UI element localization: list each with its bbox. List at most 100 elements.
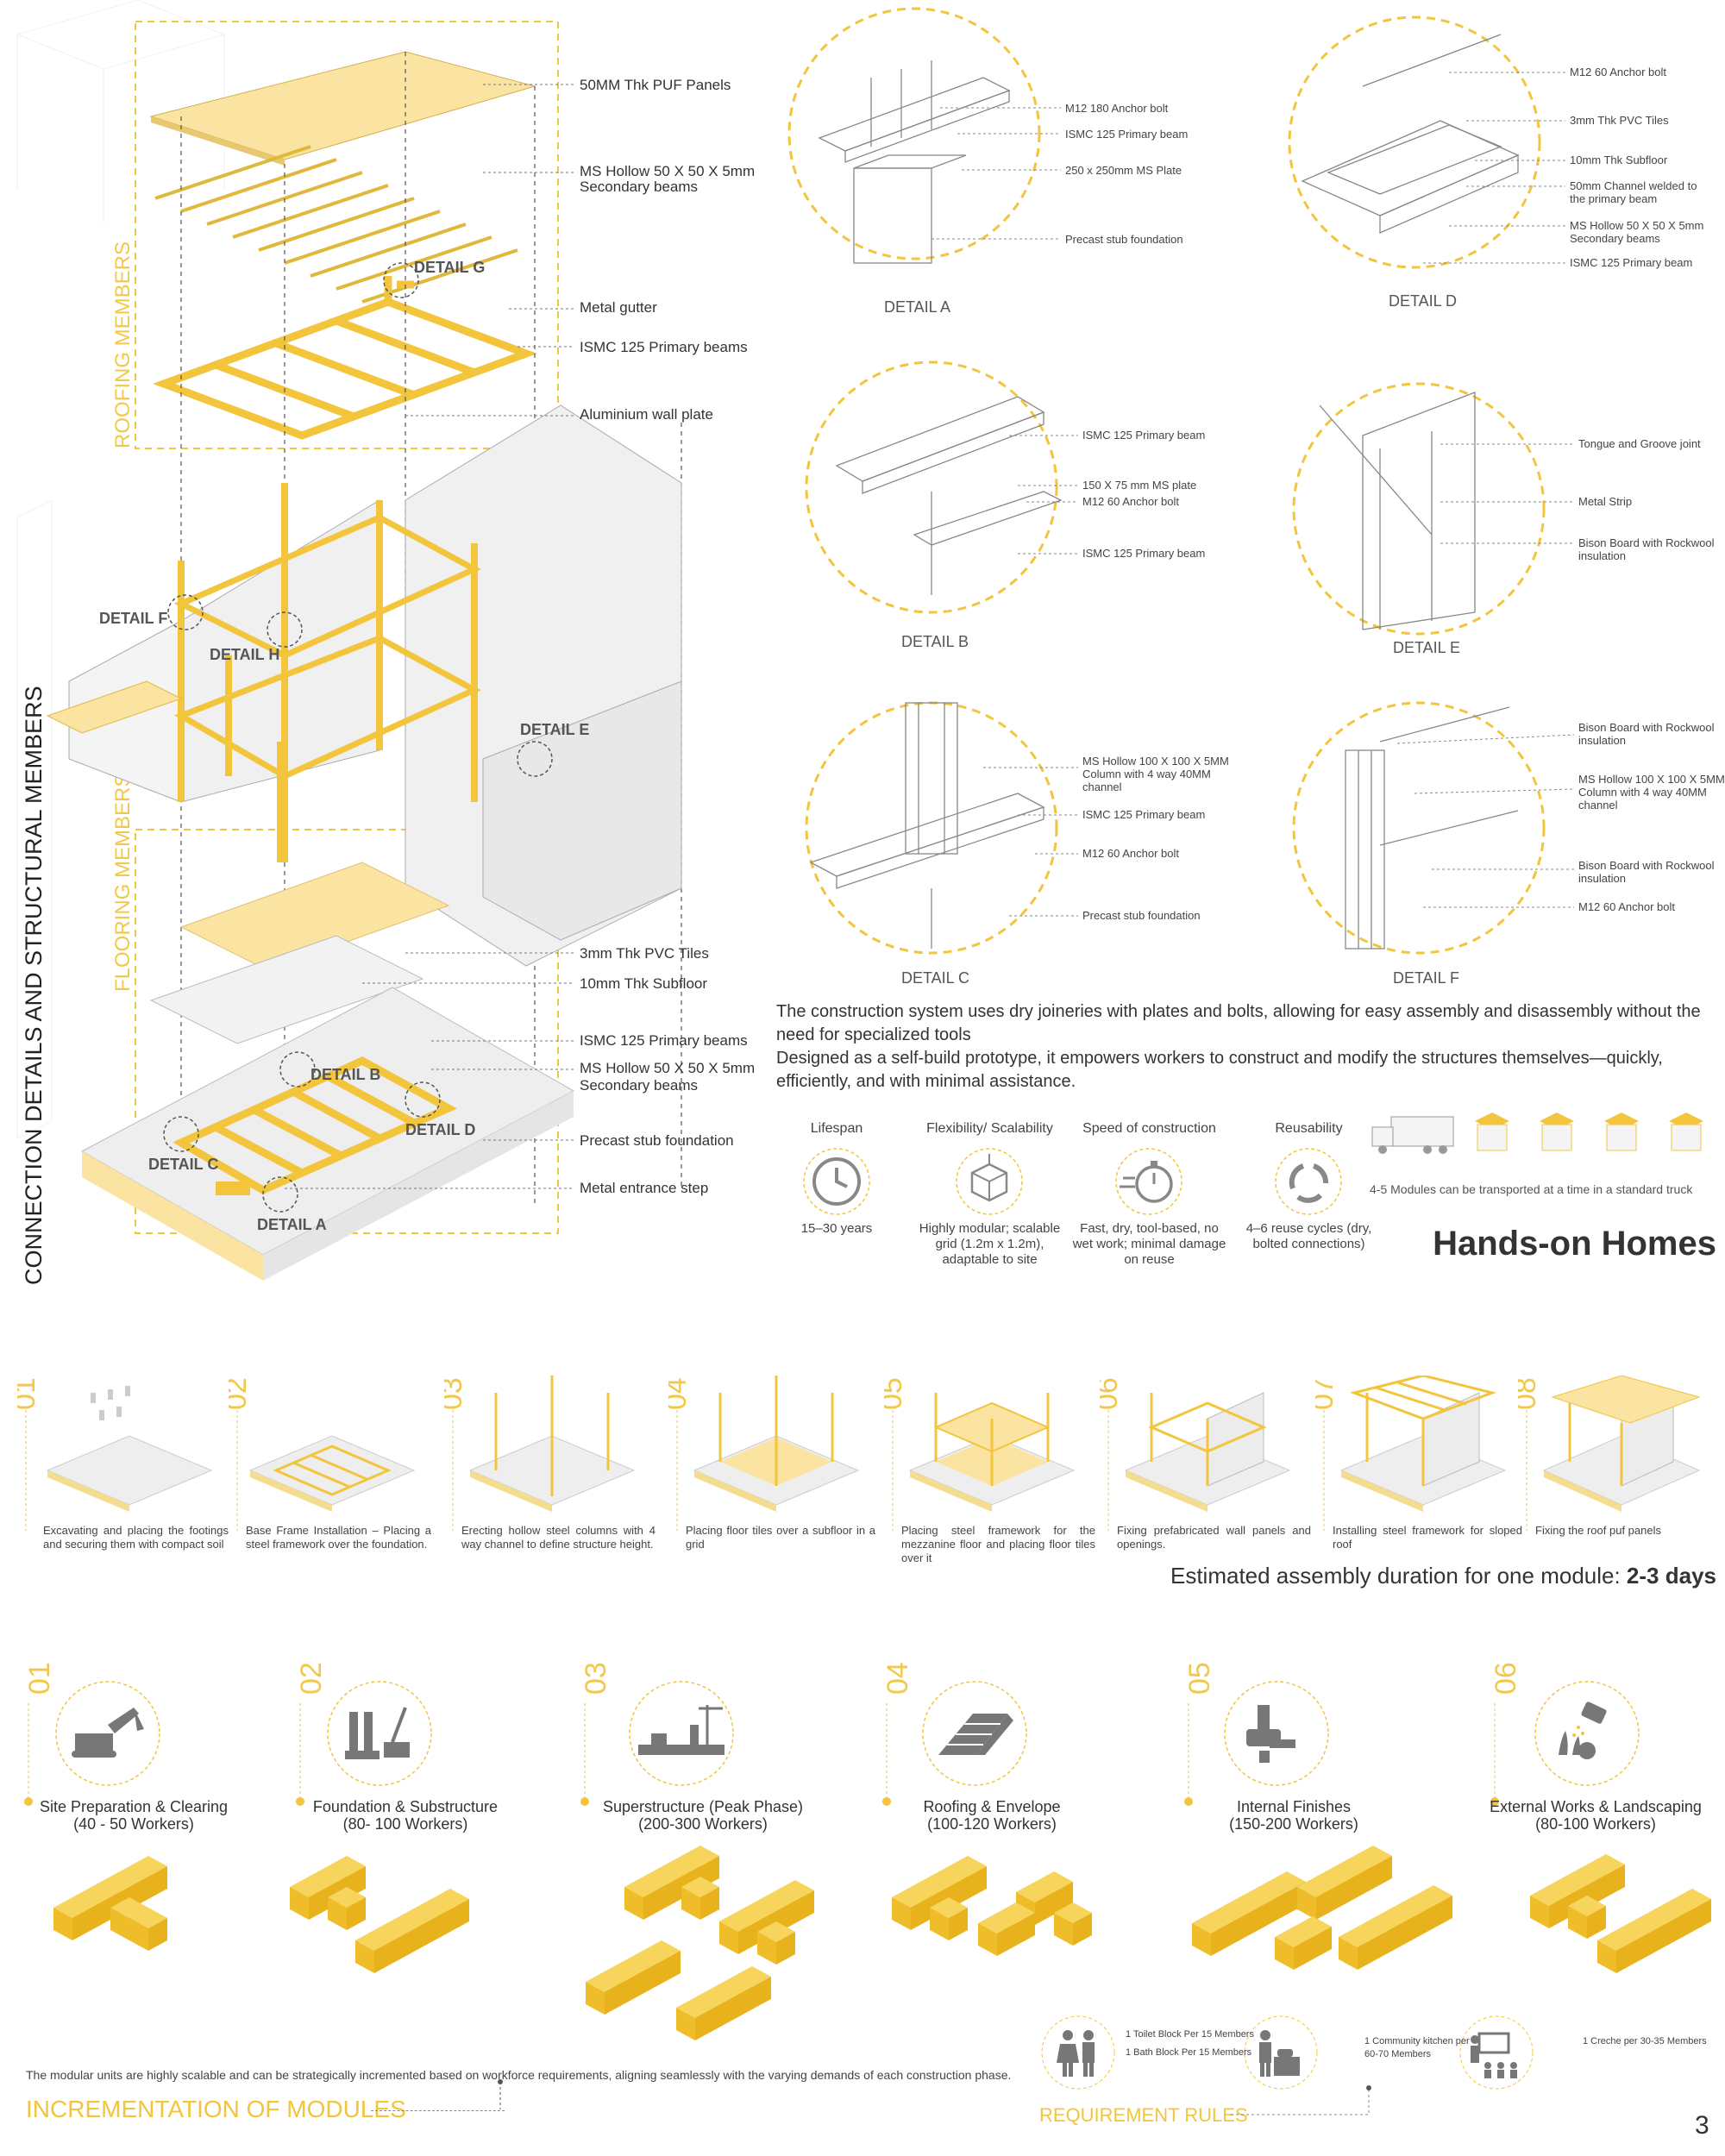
detail-b-title: DETAIL B bbox=[901, 633, 969, 650]
detail-f-callout: DETAIL F bbox=[99, 610, 167, 627]
metric-title: Lifespan bbox=[810, 1121, 863, 1136]
requirement-toilet-line-2: 1 Bath Block Per 15 Members bbox=[1126, 2047, 1252, 2058]
detail-e: Tongue and Groove joint Metal Strip Biso… bbox=[1292, 382, 1715, 656]
watering-can-icon bbox=[1559, 1702, 1607, 1759]
label-ms-hollow-roof: MS Hollow 50 X 50 X 5mm bbox=[580, 163, 755, 179]
phase-title: External Works & Landscaping bbox=[1490, 1798, 1702, 1815]
kitchen-icon bbox=[1259, 2030, 1300, 2077]
description-p2: Designed as a self-build prototype, it e… bbox=[776, 1049, 1663, 1091]
truck-icon bbox=[1371, 1116, 1454, 1154]
assembly-steps: 01 Excavating and placing the footings a… bbox=[17, 1376, 1716, 1583]
recycle-icon bbox=[1275, 1148, 1342, 1215]
detail-e-label-2: Metal Strip bbox=[1578, 495, 1632, 508]
step-05: 05 Placing steel framework for the mezza… bbox=[884, 1376, 1100, 1583]
creche-icon bbox=[1471, 2032, 1517, 2078]
metrics-row: Lifespan 15–30 years Flexibility/ Scalab… bbox=[759, 1121, 1380, 1294]
assembly-duration-value: 2-3 days bbox=[1626, 1563, 1716, 1589]
primary-frame-roof bbox=[153, 276, 537, 440]
metric-title: Flexibility/ Scalability bbox=[926, 1121, 1053, 1136]
phase-number: 06 bbox=[1490, 1662, 1522, 1695]
step-caption: Base Frame Installation – Placing a stee… bbox=[246, 1524, 431, 1551]
detail-d-label-5: the primary beam bbox=[1570, 192, 1657, 205]
phases-row: 01 Site Preparation & Clearing(40 - 50 W… bbox=[0, 1634, 1725, 1858]
requirement-icons bbox=[1041, 2015, 1534, 2090]
phase-number: 02 bbox=[295, 1662, 328, 1695]
detail-b-label-3: M12 60 Anchor bolt bbox=[1082, 495, 1179, 508]
entrance-step bbox=[216, 1181, 250, 1195]
phase-workers: (80- 100 Workers) bbox=[342, 1815, 468, 1833]
phase-02: 02 Foundation & Substructure(80- 100 Wor… bbox=[285, 1634, 543, 1858]
requirement-creche: 1 Creche per 30-35 Members bbox=[1583, 2036, 1707, 2046]
step-03: 03 Erecting hollow steel columns with 4 … bbox=[444, 1376, 660, 1583]
step-caption: Placing floor tiles over a subfloor in a… bbox=[686, 1524, 875, 1551]
metric-flexibility: Flexibility/ Scalability Highly modular;… bbox=[910, 1121, 1070, 1268]
detail-d-callout: DETAIL D bbox=[405, 1121, 475, 1138]
label-subfloor: 10mm Thk Subfloor bbox=[580, 975, 707, 992]
step-caption: Excavating and placing the footings and … bbox=[43, 1524, 229, 1551]
step-02: 02 Base Frame Installation – Placing a s… bbox=[229, 1376, 436, 1583]
step-number: 05 bbox=[884, 1377, 908, 1410]
flooring-group-box bbox=[135, 829, 559, 1234]
detail-g-callout: DETAIL G bbox=[414, 259, 485, 276]
cluster-phase-04 bbox=[892, 1856, 1092, 1956]
metric-sub: Highly modular; scalable grid (1.2m x 1.… bbox=[919, 1221, 1061, 1267]
paint-roller-icon bbox=[1246, 1705, 1295, 1763]
detail-a-label-3: 250 x 250mm MS Plate bbox=[1065, 164, 1182, 177]
requirement-toilet-line-1: 1 Toilet Block Per 15 Members bbox=[1126, 2029, 1254, 2040]
phase-06: 06 External Works & Landscaping(80-100 W… bbox=[1479, 1634, 1725, 1858]
detail-f-label-1: Bison Board with Rockwool bbox=[1578, 721, 1715, 734]
detail-f-label-7: insulation bbox=[1578, 872, 1626, 885]
cube-arrows-icon bbox=[956, 1148, 1023, 1215]
label-secondary-beams-roof: Secondary beams bbox=[580, 179, 698, 195]
phase-workers: (80-100 Workers) bbox=[1535, 1815, 1656, 1833]
label-wall-plate: Aluminium wall plate bbox=[580, 406, 713, 423]
detail-c-title: DETAIL C bbox=[901, 969, 969, 987]
incrementation-leader bbox=[371, 2110, 505, 2111]
detail-f-label-2: insulation bbox=[1578, 734, 1626, 747]
detail-f-label-4: Column with 4 way 40MM bbox=[1578, 786, 1707, 799]
step-06: 06 Fixing prefabricated wall panels and … bbox=[1100, 1376, 1315, 1583]
metric-reusability: Reusability 4–6 reuse cycles (dry, bolte… bbox=[1229, 1121, 1389, 1252]
phase-title: Roofing & Envelope bbox=[923, 1798, 1061, 1815]
detail-f-label-5: channel bbox=[1578, 799, 1618, 812]
requirement-kitchen: 1 Community kitchen per 60-70 Members bbox=[1364, 2035, 1485, 2061]
detail-d-label-7: Secondary beams bbox=[1570, 232, 1660, 245]
detail-c-callout: DETAIL C bbox=[148, 1156, 218, 1173]
step-caption: Installing steel framework for sloped ro… bbox=[1333, 1524, 1522, 1551]
side-title: CONNECTION DETAILS AND STRUCTURAL MEMBER… bbox=[21, 686, 47, 1285]
detail-b-label-4: ISMC 125 Primary beam bbox=[1082, 547, 1205, 560]
detail-circles: M12 180 Anchor bolt ISMC 125 Primary bea… bbox=[787, 7, 1725, 987]
step-07: 07 Installing steel framework for sloped… bbox=[1315, 1376, 1527, 1583]
metric-lifespan: Lifespan 15–30 years bbox=[759, 1121, 914, 1237]
requirement-kitchen-line-1: 1 Community kitchen per bbox=[1364, 2036, 1470, 2046]
phase-title: Foundation & Substructure bbox=[312, 1798, 499, 1815]
detail-d-label-6: MS Hollow 50 X 50 X 5mm bbox=[1570, 219, 1703, 232]
phase-workers: (200-300 Workers) bbox=[638, 1815, 768, 1833]
detail-c-label-3: channel bbox=[1082, 780, 1122, 793]
transport-note: 4-5 Modules can be transported at a time… bbox=[1370, 1182, 1693, 1196]
detail-c: MS Hollow 100 X 100 X 5MM Column with 4 … bbox=[805, 701, 1229, 987]
phase-03: 03 Superstructure (Peak Phase)(200-300 W… bbox=[569, 1634, 854, 1858]
phase-title: Site Preparation & Clearing bbox=[39, 1798, 229, 1815]
description: The construction system uses dry joineri… bbox=[776, 1000, 1716, 1094]
assembly-duration-label: Estimated assembly duration for one modu… bbox=[1170, 1563, 1627, 1589]
label-ismc-roof: ISMC 125 Primary beams bbox=[580, 339, 748, 355]
detail-e-title: DETAIL E bbox=[1393, 639, 1460, 656]
phase-04: 04 Roofing & Envelope(100-120 Workers) bbox=[871, 1634, 1138, 1858]
flooring-members-label: FLOORING MEMBERS bbox=[111, 774, 135, 992]
metric-sub: 4–6 reuse cycles (dry, bolted connection… bbox=[1245, 1221, 1372, 1251]
detail-d-label-4: 50mm Channel welded to bbox=[1570, 179, 1697, 192]
metric-speed: Speed of construction Fast, dry, tool-ba… bbox=[1070, 1121, 1229, 1268]
label-secondary-beams-floor: Secondary beams bbox=[580, 1077, 698, 1094]
cluster-phase-02 bbox=[290, 1856, 469, 1973]
pvc-tiles bbox=[179, 862, 450, 971]
roofing-members-label: ROOFING MEMBERS bbox=[111, 241, 135, 448]
module-icons bbox=[1475, 1112, 1703, 1151]
detail-e-callout: DETAIL E bbox=[520, 721, 589, 738]
detail-d-title: DETAIL D bbox=[1389, 292, 1457, 310]
detail-e-label-1: Tongue and Groove joint bbox=[1578, 437, 1701, 450]
metric-sub: Fast, dry, tool-based, no wet work; mini… bbox=[1072, 1221, 1226, 1267]
roofing-group-box bbox=[135, 21, 559, 449]
detail-a: M12 180 Anchor bolt ISMC 125 Primary bea… bbox=[787, 7, 1188, 316]
puf-roof-panel bbox=[149, 51, 536, 160]
